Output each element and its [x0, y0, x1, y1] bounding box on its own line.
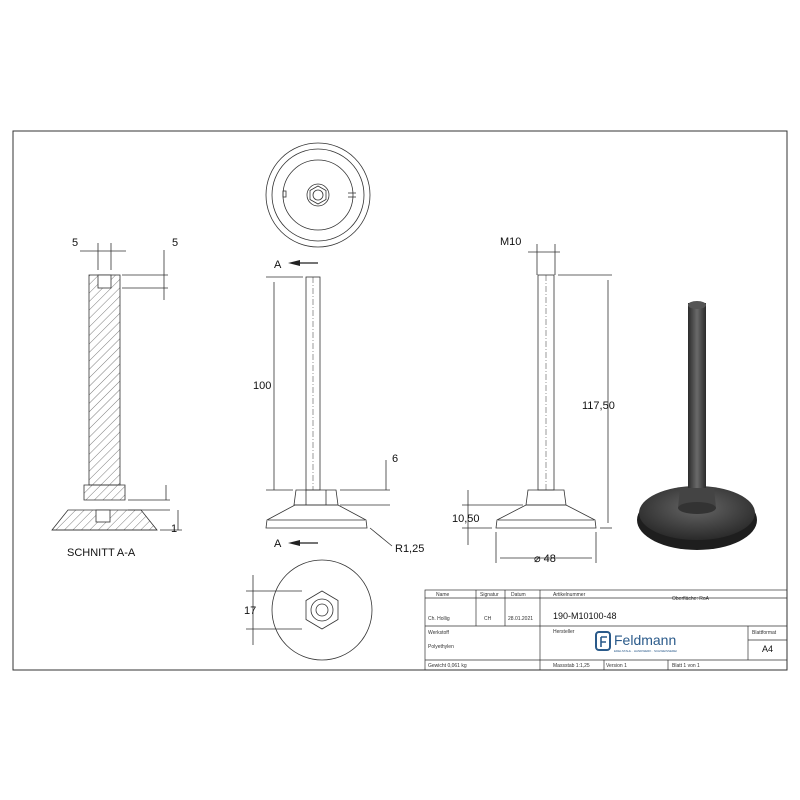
tb-h-format: Blattformat [752, 630, 777, 636]
dim-radius: R1,25 [395, 543, 424, 555]
cut-arrow-bottom [288, 540, 300, 546]
dim-section-depth: 5 [172, 237, 178, 249]
tb-scale: Massstab 1:1,25 [553, 663, 590, 669]
feldmann-logo: Feldmann EDELSTAHL · HANDWERK · SCHWEISS… [595, 631, 677, 653]
product-render [637, 301, 757, 550]
section-label: SCHNITT A-A [67, 547, 136, 559]
title-block [424, 589, 788, 671]
tb-signature: CH [484, 616, 492, 622]
dim-base-height: 10,50 [452, 513, 480, 525]
tb-h-article: Artikelnummer [553, 592, 586, 598]
tb-h-surface: Oberfläche: RoA [672, 596, 710, 602]
tb-h-manufacturer: Hersteller [553, 629, 575, 635]
tb-h-material: Werkstoff [428, 630, 450, 636]
tb-name: Ch. Hollig [428, 616, 450, 622]
cut-arrow-top [288, 260, 300, 266]
tb-material: Polyethylen [428, 644, 454, 650]
tb-h-date: Datum [511, 592, 526, 598]
tb-h-signature: Signatur [480, 592, 499, 598]
tb-date: 28.01.2021 [508, 616, 533, 622]
dim-section-width: 5 [72, 237, 78, 249]
section-view [51, 243, 182, 531]
dim-hex-size: 17 [244, 605, 256, 617]
tb-format: A4 [762, 644, 773, 654]
drawing-frame [12, 130, 788, 671]
cut-label-bottom: A [274, 538, 282, 550]
tb-version: Version 1 [606, 663, 627, 669]
tb-article: 190-M10100-48 [553, 611, 617, 621]
dim-nut-offset: 6 [392, 453, 398, 465]
front-view [265, 276, 393, 547]
bottom-view [246, 559, 373, 661]
dim-diameter: ⌀ 48 [534, 553, 556, 565]
tb-weight: Gewicht 0,061 kg [428, 663, 467, 669]
top-view [265, 142, 371, 248]
tb-sheet: Blatt 1 von 1 [672, 663, 700, 669]
logo-wordmark: Feldmann [614, 632, 676, 648]
dim-section-base: 1 [171, 523, 177, 535]
dim-total-height: 117,50 [582, 400, 615, 412]
tb-h-name: Name [436, 592, 450, 598]
cut-label-top: A [274, 259, 282, 271]
logo-tagline: EDELSTAHL · HANDWERK · SCHWEISSEREI [614, 649, 677, 653]
side-view [462, 244, 612, 563]
dim-thread: M10 [500, 236, 521, 248]
dim-height: 100 [253, 380, 271, 392]
